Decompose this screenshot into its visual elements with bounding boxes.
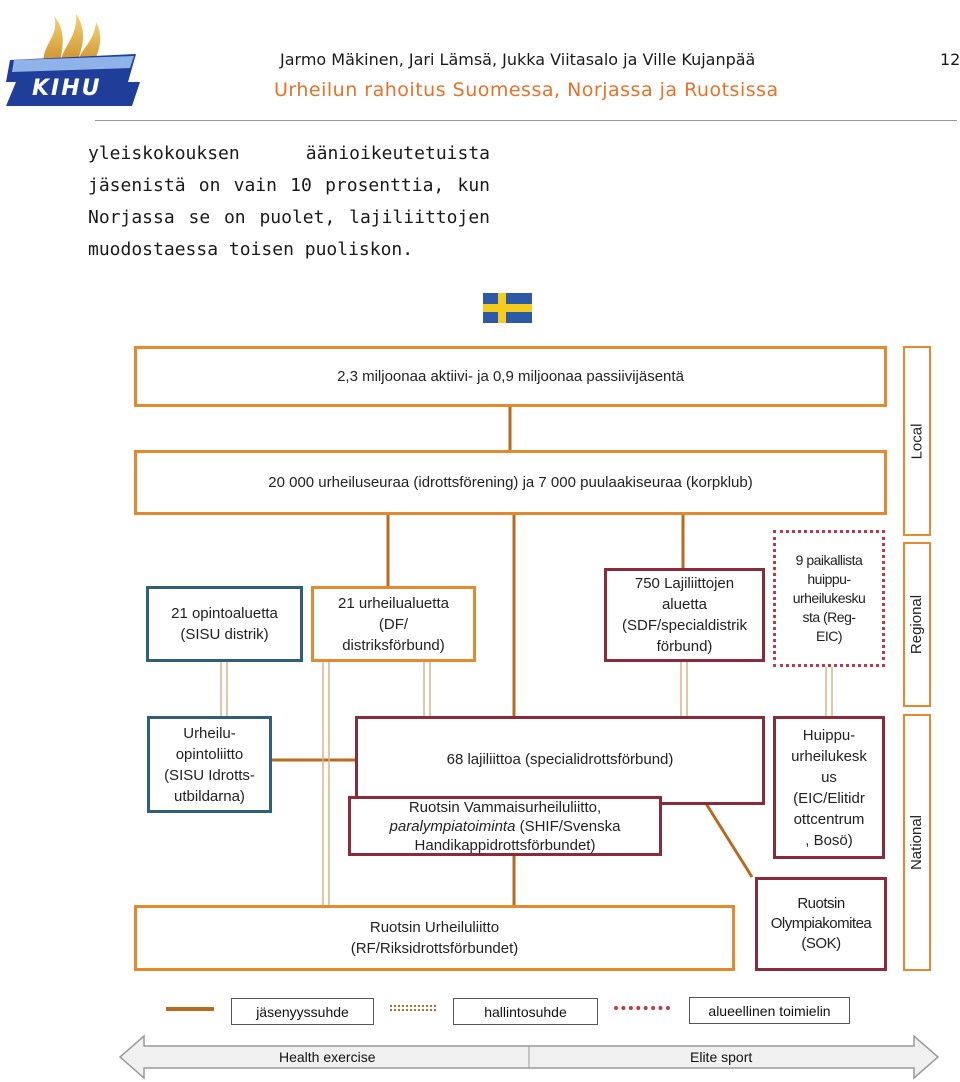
sdf-district-line3: (SDF/specialdistrik bbox=[621, 617, 748, 634]
legend-dotted-line bbox=[614, 1006, 670, 1010]
sdf-district-box: 750 Lajiliittojen aluetta (SDF/specialdi… bbox=[604, 568, 765, 662]
legend-membership-label: jäsenyyssuhde bbox=[256, 1003, 349, 1020]
reg-eic-box: 9 paikallista huippu- urheilukesku sta (… bbox=[773, 530, 885, 667]
reg-eic-line3: urheilukesku bbox=[792, 590, 866, 606]
eic-line3: us bbox=[821, 768, 837, 786]
eic-line2: urheilukesk bbox=[791, 747, 867, 765]
sok-line3: (SOK) bbox=[801, 935, 841, 952]
sweden-flag-icon bbox=[483, 293, 532, 323]
level-national-label: National bbox=[908, 814, 926, 871]
sisu-national-line2: opintoliitto bbox=[175, 745, 244, 763]
shif-line1: Ruotsin Vammaisurheiluliitto, bbox=[408, 798, 602, 816]
sisu-district-line1: 21 opintoaluetta bbox=[171, 605, 278, 622]
legend-regional-body-label: alueellinen toimielin bbox=[708, 1002, 831, 1019]
shif-line2b: (SHIF/Svenska bbox=[515, 817, 621, 835]
rf-line2: (RF/Riksidrottsförbundet) bbox=[350, 940, 519, 957]
sdf-box: 68 lajiliittoa (specialidrottsförbund) bbox=[355, 716, 765, 805]
sdf-district-line4: förbund) bbox=[656, 638, 713, 655]
level-local: Local bbox=[903, 346, 931, 536]
arrow-right-label: Elite sport bbox=[690, 1049, 753, 1065]
eic-line6: , Bosö) bbox=[805, 831, 853, 849]
shif-line3: Handikappidrottsförbundet) bbox=[414, 836, 596, 854]
arrow-left-label: Health exercise bbox=[279, 1049, 376, 1065]
members-label: 2,3 miljoonaa aktiivi- ja 0,9 miljoonaa … bbox=[337, 368, 684, 385]
reg-eic-line4: sta (Reg- bbox=[802, 609, 856, 625]
df-line1: 21 urheilualuetta bbox=[338, 594, 449, 612]
document-title: Urheilun rahoitus Suomessa, Norjassa ja … bbox=[274, 79, 779, 101]
reg-eic-line2: huippu- bbox=[807, 571, 851, 587]
members-box: 2,3 miljoonaa aktiivi- ja 0,9 miljoonaa … bbox=[134, 346, 887, 407]
shif-italic: paralympiatoiminta bbox=[389, 817, 516, 835]
page-number: 12 bbox=[940, 50, 960, 69]
legend-administration: hallintosuhde bbox=[453, 998, 598, 1025]
sisu-national-line1: Urheilu- bbox=[183, 724, 236, 742]
sdf-district-line2: aluetta bbox=[661, 596, 708, 613]
legend-solid-line bbox=[166, 1007, 214, 1011]
shif-line2: paralympiatoiminta (SHIF/Svenska bbox=[390, 817, 621, 836]
reg-eic-line1: 9 paikallista bbox=[795, 552, 863, 568]
legend-membership: jäsenyyssuhde bbox=[231, 998, 374, 1025]
reg-eic-line5: EIC) bbox=[816, 628, 843, 644]
eic-box: Huippu- urheilukesk us (EIC/Elitidr ottc… bbox=[773, 716, 885, 859]
clubs-box: 20 000 urheiluseuraa (idrottsförening) j… bbox=[134, 450, 887, 515]
legend-administration-label: hallintosuhde bbox=[484, 1003, 567, 1020]
header-divider bbox=[95, 120, 957, 121]
kihu-logo: KIHU bbox=[6, 8, 140, 106]
sisu-national-line3: (SISU Idrotts- bbox=[164, 766, 255, 784]
sdf-district-line1: 750 Lajiliittojen bbox=[634, 575, 735, 592]
sdf-label: 68 lajiliittoa (specialidrottsförbund) bbox=[446, 751, 674, 768]
double-arrow bbox=[118, 1034, 940, 1080]
level-local-label: Local bbox=[908, 423, 926, 459]
logo-text: KIHU bbox=[32, 76, 102, 101]
eic-line4: (EIC/Elitidr bbox=[793, 789, 865, 807]
sok-line2: Olympiakomitea bbox=[770, 915, 872, 932]
df-line2: (DF/ bbox=[378, 615, 409, 633]
level-regional: Regional bbox=[903, 542, 931, 707]
sok-line1: Ruotsin bbox=[797, 895, 845, 912]
eic-line5: ottcentrum bbox=[793, 810, 865, 828]
level-national: National bbox=[903, 714, 931, 971]
df-line3: distriksförbund) bbox=[342, 636, 445, 654]
header-authors: Jarmo Mäkinen, Jari Lämsä, Jukka Viitasa… bbox=[280, 50, 756, 69]
rf-box: Ruotsin Urheiluliitto (RF/Riksidrottsför… bbox=[134, 905, 735, 971]
level-regional-label: Regional bbox=[908, 594, 926, 655]
sok-box: Ruotsin Olympiakomitea (SOK) bbox=[755, 877, 887, 971]
kihu-flame-icon bbox=[6, 14, 140, 106]
sisu-district-box: 21 opintoaluetta (SISU distrik) bbox=[146, 586, 303, 662]
shif-box: Ruotsin Vammaisurheiluliitto, paralympia… bbox=[348, 796, 662, 856]
body-paragraph: yleiskokouksen äänioikeutetuista jäsenis… bbox=[88, 143, 490, 260]
sisu-national-line4: utbildarna) bbox=[174, 787, 245, 805]
sisu-national-box: Urheilu- opintoliitto (SISU Idrotts- utb… bbox=[147, 716, 272, 813]
clubs-label: 20 000 urheiluseuraa (idrottsförening) j… bbox=[268, 474, 753, 491]
rf-line1: Ruotsin Urheiluliitto bbox=[369, 919, 500, 936]
df-box: 21 urheilualuetta (DF/ distriksförbund) bbox=[311, 586, 476, 662]
legend-double-line bbox=[390, 1005, 436, 1011]
legend-regional-body: alueellinen toimielin bbox=[689, 997, 850, 1024]
sisu-district-line2: (SISU distrik) bbox=[180, 626, 269, 643]
eic-line1: Huippu- bbox=[802, 726, 856, 744]
